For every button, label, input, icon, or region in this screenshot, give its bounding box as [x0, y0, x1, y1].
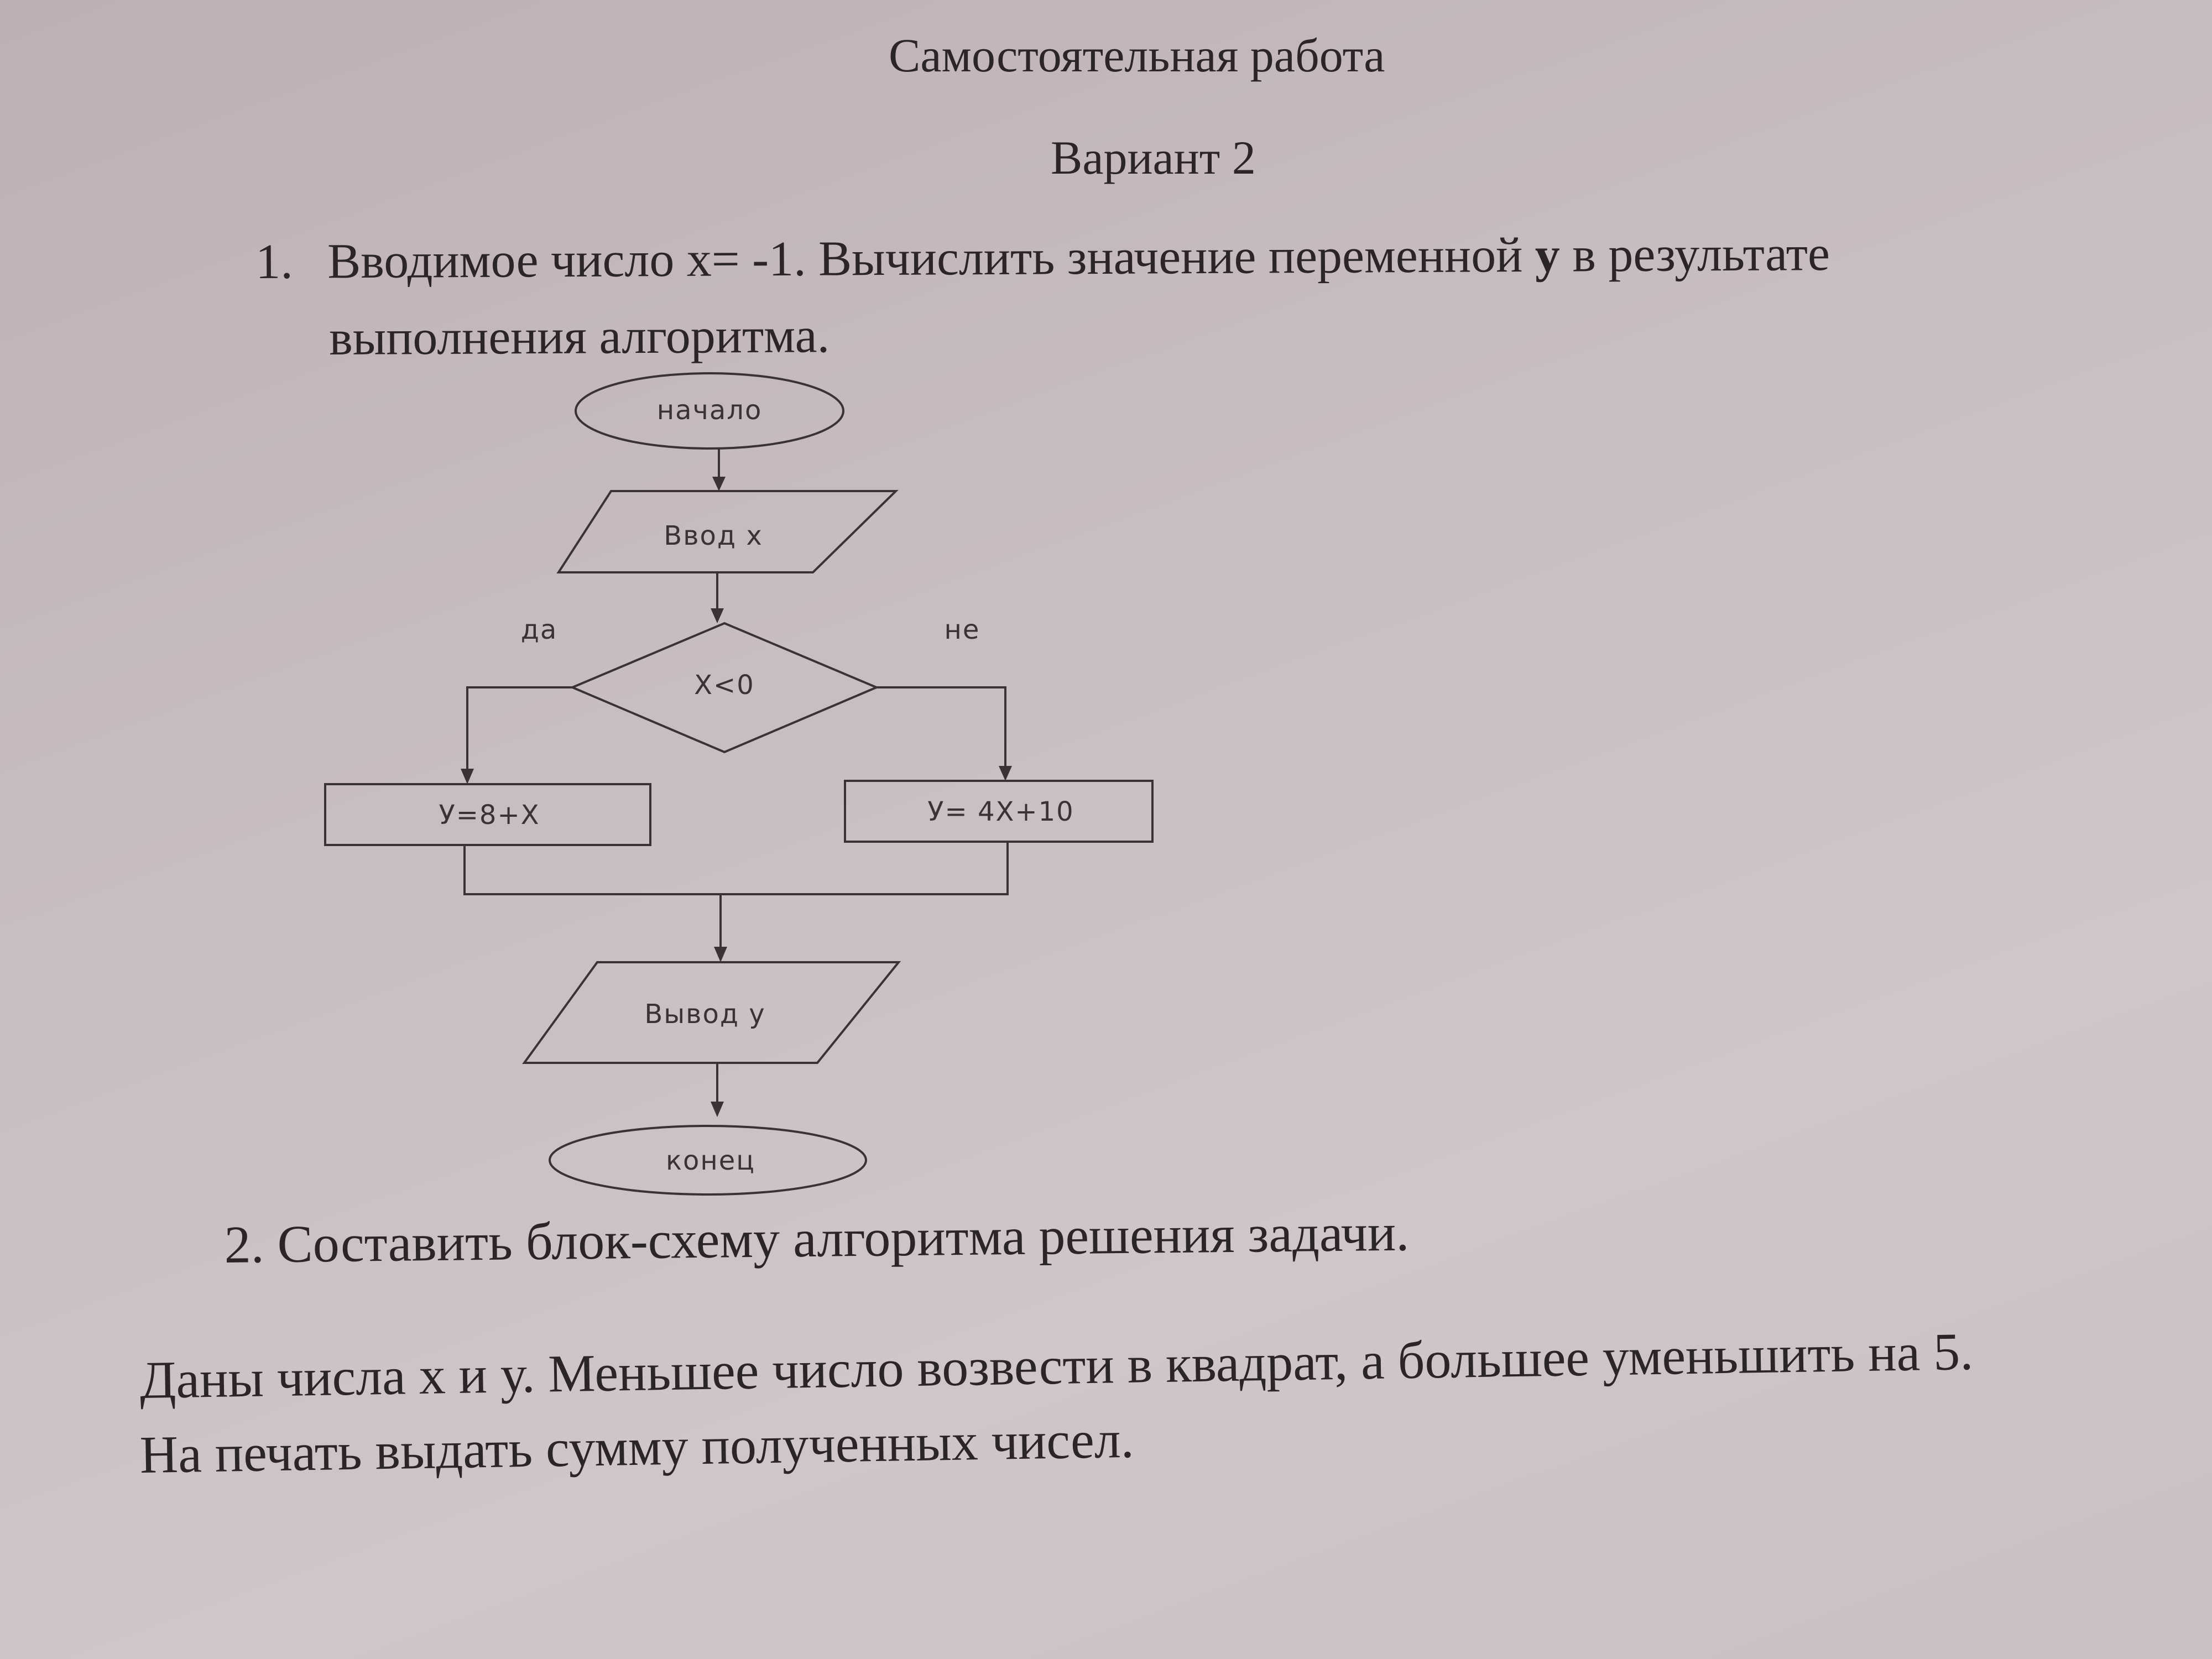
arrow-merge-output: [714, 947, 727, 962]
variant-label: Вариант 2: [1051, 131, 1256, 184]
end-label: конец: [666, 1145, 755, 1176]
arrow-input-decision: [711, 608, 724, 623]
process-no-label: У= 4X+10: [927, 796, 1074, 827]
connector-merge: [463, 842, 1009, 895]
input-block: [556, 490, 899, 573]
end-terminator: [549, 1125, 867, 1196]
task-2-heading: 2. Составить блок-схему алгоритма решени…: [224, 1202, 1410, 1274]
connector-yes-branch: [466, 686, 572, 771]
process-yes-block: [324, 783, 651, 846]
no-label: не: [945, 614, 980, 645]
decision-block: [569, 622, 880, 754]
process-yes-label: У=8+X: [439, 800, 540, 831]
start-terminator: [575, 372, 844, 450]
worksheet-title: Самостоятельная работа: [889, 29, 1385, 82]
arrow-output-end: [711, 1102, 724, 1117]
start-label: начало: [657, 395, 763, 426]
input-label: Ввод x: [664, 520, 763, 551]
yes-label: да: [521, 614, 558, 645]
output-block: [522, 961, 901, 1064]
arrow-no-branch: [999, 766, 1012, 781]
arrow-yes-branch: [461, 769, 474, 784]
output-label: Вывод у: [644, 999, 765, 1030]
process-no-block: [844, 780, 1154, 843]
connector-no-branch: [877, 686, 1006, 769]
arrow-start-input: [712, 477, 726, 491]
condition-label: X<0: [694, 670, 755, 701]
